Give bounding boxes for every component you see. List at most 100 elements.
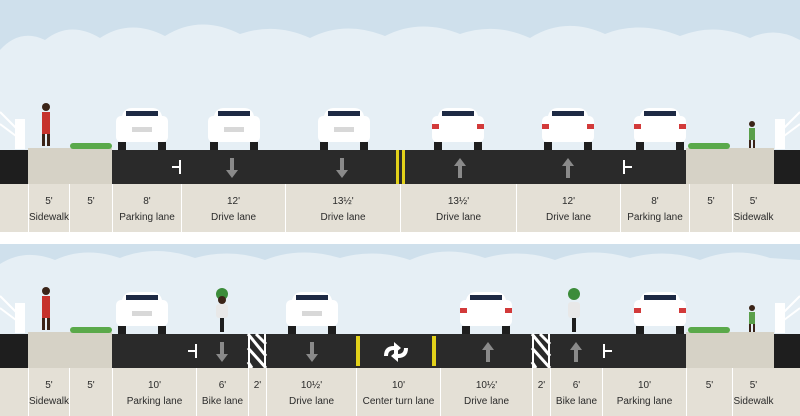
segment-width: 5': [749, 196, 758, 207]
turn-lane-edge-right: [432, 336, 436, 366]
segment-name: Bike lane: [201, 396, 244, 407]
right-railing: [775, 111, 800, 149]
segment-bike-lane: 6' Bike lane: [550, 368, 602, 416]
segment-name: Parking lane: [627, 212, 683, 223]
arrow-down-icon: [306, 342, 318, 362]
left-sidewalk: [28, 332, 112, 368]
segment-name: Drive lane: [210, 212, 257, 223]
cloud-band: [0, 24, 800, 151]
pedestrian-right: [749, 121, 755, 148]
segment-sidewalk: 5' Sidewalk: [28, 184, 69, 232]
segment-width: 5': [87, 380, 95, 391]
right-sidewalk: [686, 148, 774, 184]
segment-drive-lane: 13½' Drive lane: [285, 184, 400, 232]
pedestrian-right: [749, 305, 755, 332]
segment-name: Bike lane: [555, 396, 598, 407]
buffer-right: [530, 332, 552, 368]
lane-arrows: [226, 158, 574, 178]
right-grass: [688, 143, 730, 149]
segment-name: Drive lane: [288, 396, 335, 407]
segment-drive-lane: 10½' Drive lane: [266, 368, 356, 416]
segment-drive-lane: 10½' Drive lane: [440, 368, 532, 416]
segment-name: Parking lane: [126, 396, 183, 407]
segment-buffer: 2': [248, 368, 266, 416]
segment-drive-lane: 12' Drive lane: [181, 184, 285, 232]
segment-name: Drive lane: [435, 212, 482, 223]
right-grass: [688, 327, 730, 333]
left-railing: [0, 295, 25, 333]
segment-parking-lane: 8' Parking lane: [620, 184, 689, 232]
arrow-up-icon: [454, 158, 466, 178]
segment-buffer: 5': [69, 184, 112, 232]
cloud-band: [0, 251, 800, 334]
segment-name: Parking lane: [616, 396, 673, 407]
pedestrian-left: [42, 103, 50, 146]
segment-width: 5': [707, 196, 715, 207]
segment-parking-lane: 10' Parking lane: [602, 368, 686, 416]
segment-name: Center turn lane: [362, 396, 435, 407]
segment-width: 2': [537, 380, 546, 391]
car-southbound-1: [208, 108, 260, 150]
segment-labels-after: 5' Sidewalk 5' 10' Parking lane 6' Bike …: [0, 368, 800, 416]
center-line-a: [396, 150, 399, 184]
cyclist-northbound: [568, 288, 580, 332]
segment-buffer: 5': [686, 368, 732, 416]
arrow-up-icon: [482, 342, 494, 362]
segment-sidewalk: 5' Sidewalk: [732, 184, 774, 232]
arrow-down-icon: [216, 342, 228, 362]
parking-marker-left: [188, 344, 197, 358]
turn-arrows-icon: [384, 342, 408, 362]
street-section-after: 5' Sidewalk 5' 10' Parking lane 6' Bike …: [0, 244, 800, 416]
car-parked-left: [116, 292, 168, 334]
segment-bike-lane: 6' Bike lane: [196, 368, 248, 416]
car-parked-right: [634, 292, 686, 334]
segment-width: 6': [572, 380, 581, 391]
segment-drive-lane: 13½' Drive lane: [400, 184, 516, 232]
segment-name: Sidewalk: [733, 396, 774, 407]
buffer-left: [246, 332, 268, 368]
left-grass: [70, 143, 112, 149]
segment-buffer: 5': [69, 368, 112, 416]
segment-parking-lane: 8' Parking lane: [112, 184, 181, 232]
left-curb-edge: [0, 334, 28, 368]
segment-width: 8': [651, 196, 659, 207]
arrow-up-icon: [570, 342, 582, 362]
arrow-down-icon: [336, 158, 348, 178]
segment-width: 2': [253, 380, 262, 391]
segment-center-turn-lane: 10' Center turn lane: [356, 368, 440, 416]
segment-name: Drive lane: [463, 396, 510, 407]
segment-width: 12': [561, 196, 576, 207]
parking-marker-right: [603, 344, 612, 358]
segment-width: 10': [391, 380, 406, 391]
left-curb-edge: [0, 150, 28, 184]
segment-drive-lane: 12' Drive lane: [516, 184, 620, 232]
pedestrian-left: [42, 287, 50, 330]
arrow-up-icon: [562, 158, 574, 178]
segment-sidewalk: 5' Sidewalk: [28, 368, 69, 416]
segment-width: 10': [637, 380, 652, 391]
street-section-before: 5' Sidewalk 5' 8' Parking lane 12' Drive…: [0, 0, 800, 232]
turn-lane-edge-left: [356, 336, 360, 366]
segment-labels-before: 5' Sidewalk 5' 8' Parking lane 12' Drive…: [0, 184, 800, 232]
center-line-b: [402, 150, 405, 184]
parking-marker-left: [172, 160, 181, 174]
segment-width: 10½': [300, 380, 323, 391]
segment-parking-lane: 10' Parking lane: [112, 368, 196, 416]
car-northbound-2: [542, 108, 594, 150]
segment-name: Sidewalk: [29, 212, 70, 223]
segment-width: 5': [705, 380, 714, 391]
segment-width: 5': [749, 380, 758, 391]
arrow-down-icon: [226, 158, 238, 178]
car-southbound: [286, 292, 338, 334]
segment-width: 10': [147, 380, 162, 391]
car-northbound-1: [432, 108, 484, 150]
segment-width: 13½': [332, 196, 354, 207]
car-parked-right: [634, 108, 686, 150]
left-sidewalk: [28, 148, 112, 184]
street-illustration-before: [0, 0, 800, 184]
segment-buffer: 5': [689, 184, 732, 232]
segment-buffer: 2': [532, 368, 550, 416]
car-parked-left: [116, 108, 168, 150]
segment-width: 5': [87, 196, 95, 207]
cyclist-southbound: [216, 288, 228, 332]
